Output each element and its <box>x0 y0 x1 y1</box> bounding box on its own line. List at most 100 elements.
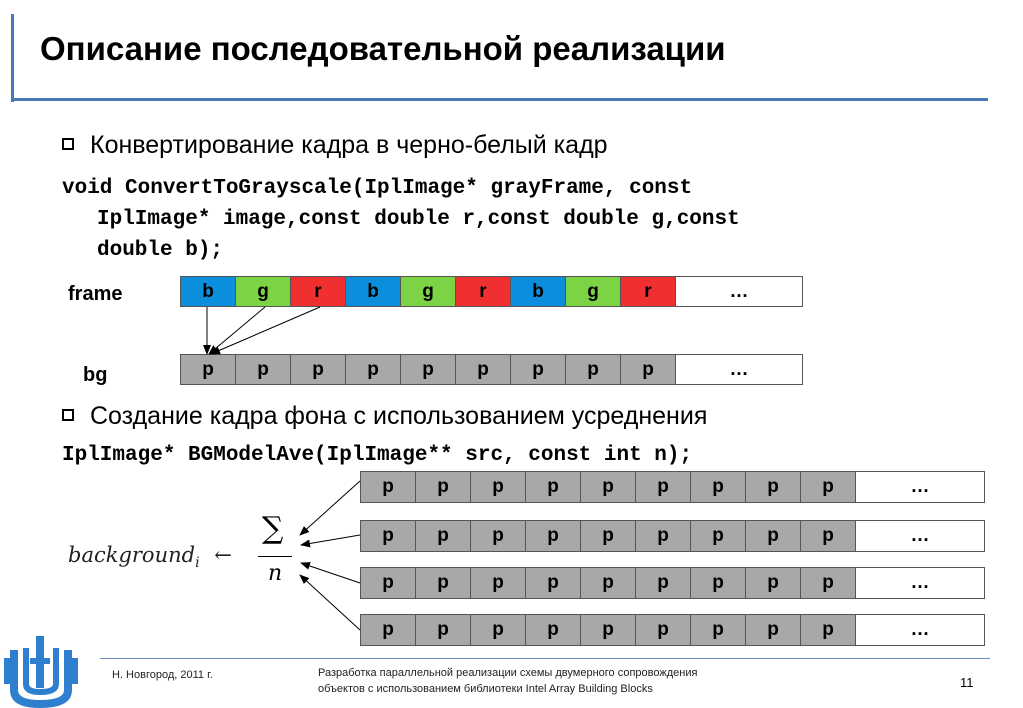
footer-topic-line-2: объектов с использованием библиотеки Int… <box>318 683 653 695</box>
cell-p: p <box>581 568 636 598</box>
cell-p: p <box>361 472 416 502</box>
cell-p: p <box>471 472 526 502</box>
cell-p: p <box>581 472 636 502</box>
cell-p: p <box>526 568 581 598</box>
university-logo <box>4 636 78 708</box>
cell-p: p <box>801 615 856 645</box>
cell-p: p <box>691 472 746 502</box>
cell-b: b <box>346 277 401 306</box>
frame-label: frame <box>68 283 123 305</box>
cell-p: p <box>526 472 581 502</box>
cell-ellipsis: … <box>856 568 984 598</box>
cell-p: p <box>636 568 691 598</box>
code-line-bgmodel: IplImage* BGModelAve(IplImage** src, con… <box>62 444 693 467</box>
arrow-src3-to-sum <box>300 562 361 584</box>
cell-g: g <box>236 277 291 306</box>
formula-lhs: backgroundi ← <box>68 543 232 571</box>
cell-r: r <box>621 277 676 306</box>
formula-background-text: background <box>68 543 196 567</box>
cell-p: p <box>361 568 416 598</box>
cell-p: p <box>691 521 746 551</box>
cell-p: p <box>691 615 746 645</box>
cell-ellipsis: … <box>856 472 984 502</box>
bullet-convert-text: Конвертирование кадра в черно-белый кадр <box>90 131 608 159</box>
cell-ellipsis: … <box>676 355 802 384</box>
bullet-background-text: Создание кадра фона с использованием уср… <box>90 402 708 430</box>
checkbox-bullet-icon <box>62 138 74 151</box>
formula-subscript: i <box>195 555 200 572</box>
cell-ellipsis: … <box>856 615 984 645</box>
denominator-n: n <box>268 561 283 586</box>
cell-p: p <box>471 521 526 551</box>
footer-divider <box>100 658 990 659</box>
cell-p: p <box>346 355 401 384</box>
bullet-convert: Конвертирование кадра в черно-белый кадр <box>62 131 608 160</box>
cell-p: p <box>746 472 801 502</box>
cell-b: b <box>511 277 566 306</box>
cell-p: p <box>566 355 621 384</box>
cell-p: p <box>416 615 471 645</box>
arrow-src1-to-sum <box>299 480 361 536</box>
cell-r: r <box>291 277 346 306</box>
cell-p: p <box>416 472 471 502</box>
bullet-background: Создание кадра фона с использованием уср… <box>62 402 707 431</box>
cell-r: r <box>456 277 511 306</box>
cell-b: b <box>181 277 236 306</box>
title-accent-bar <box>11 14 14 102</box>
cell-p: p <box>691 568 746 598</box>
cell-p: p <box>636 615 691 645</box>
cell-p: p <box>801 568 856 598</box>
cell-p: p <box>361 521 416 551</box>
cell-p: p <box>746 615 801 645</box>
slide-title: Описание последовательной реализации <box>40 30 726 67</box>
cell-p: p <box>746 521 801 551</box>
code-line-2: IplImage* image,const double r,const dou… <box>97 208 740 231</box>
cell-p: p <box>416 521 471 551</box>
cell-p: p <box>361 615 416 645</box>
cell-g: g <box>566 277 621 306</box>
cell-p: p <box>581 615 636 645</box>
code-line-1: void ConvertToGrayscale(IplImage* grayFr… <box>62 177 693 200</box>
cell-p: p <box>471 615 526 645</box>
cell-p: p <box>801 521 856 551</box>
arrow-src2-to-sum <box>300 534 361 548</box>
cell-p: p <box>581 521 636 551</box>
cell-p: p <box>801 472 856 502</box>
cell-p: p <box>236 355 291 384</box>
footer-location: Н. Новгород, 2011 г. <box>112 669 213 681</box>
cell-p: p <box>636 472 691 502</box>
cell-p: p <box>621 355 676 384</box>
cell-p: p <box>746 568 801 598</box>
formula-arrow: ← <box>214 543 232 567</box>
cell-p: p <box>526 521 581 551</box>
cell-p: p <box>526 615 581 645</box>
cell-p: p <box>456 355 511 384</box>
arrow-r-to-p <box>210 306 321 355</box>
cell-p: p <box>401 355 456 384</box>
fraction-line <box>258 556 292 557</box>
code-line-3: double b); <box>97 239 224 262</box>
cell-p: p <box>291 355 346 384</box>
arrow-src4-to-sum <box>299 574 361 631</box>
cell-p: p <box>471 568 526 598</box>
arrow-g-to-p <box>208 306 266 355</box>
cell-p: p <box>636 521 691 551</box>
cell-p: p <box>416 568 471 598</box>
cell-ellipsis: … <box>676 277 802 306</box>
checkbox-bullet-icon <box>62 409 74 422</box>
cell-p: p <box>181 355 236 384</box>
page-number: 11 <box>960 675 974 690</box>
sum-symbol: ∑ <box>262 511 284 546</box>
cell-p: p <box>511 355 566 384</box>
footer-topic-line-1: Разработка параллельной реализации схемы… <box>318 667 698 679</box>
bg-label: bg <box>83 364 108 386</box>
title-underline <box>11 98 988 101</box>
cell-ellipsis: … <box>856 521 984 551</box>
